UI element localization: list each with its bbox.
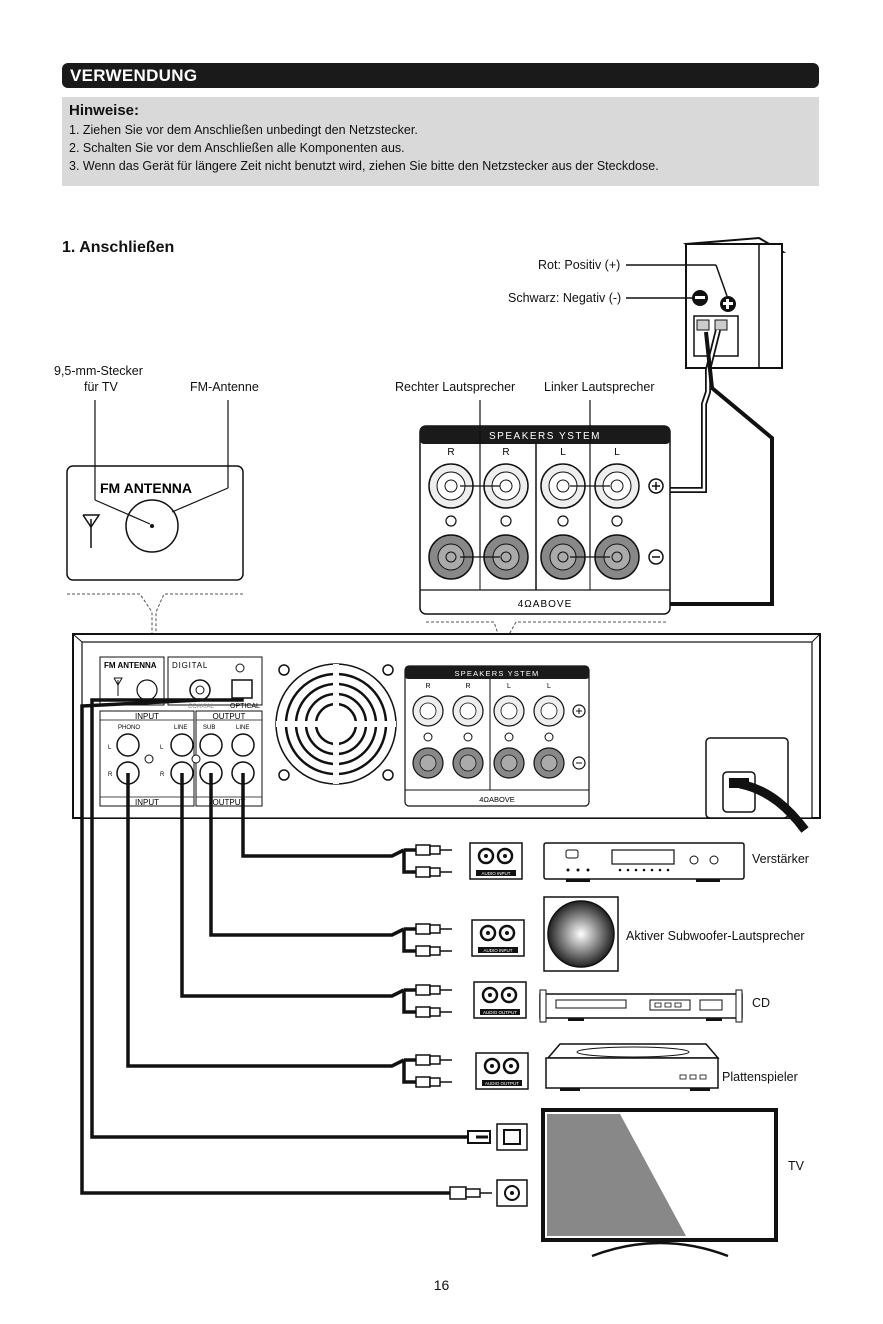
speaker-box <box>682 236 787 369</box>
section-title: VERWENDUNG <box>70 66 198 85</box>
panel-speaker-system-title: SPEAKERS YSTEM <box>454 669 539 678</box>
jack-label-sub: AUDIO INPUT <box>483 948 512 953</box>
label-plug-95: 9,5-mm-Stecker <box>54 364 143 378</box>
label-tv: TV <box>788 1159 804 1173</box>
label-turntable: Plattenspieler <box>722 1070 798 1084</box>
jack-label-turntable: AUDIO OUTPUT <box>485 1081 519 1086</box>
tv-device <box>541 1108 778 1258</box>
turntable-device <box>545 1043 720 1091</box>
zoom-label-r1: R <box>447 447 454 458</box>
label-right-speaker: Rechter Lautsprecher <box>395 380 516 394</box>
panel-spk-r2: R <box>465 683 470 690</box>
note-item-3: 3. Wenn das Gerät für längere Zeit nicht… <box>69 159 659 173</box>
speaker-system-zoom: SPEAKERS YSTEM 4ΩABOVE R R L L <box>419 425 671 615</box>
section-title-bar: VERWENDUNG <box>62 63 819 88</box>
speaker-zoom-ohm: 4ΩABOVE <box>518 599 573 610</box>
label-left-speaker: Linker Lautsprecher <box>544 380 655 394</box>
panel-r2: R <box>160 772 165 778</box>
panel-spk-r1: R <box>425 683 430 690</box>
panel-output-top: OUTPUT <box>213 712 246 721</box>
panel-line-in: LINE <box>174 725 187 731</box>
subwoofer-device <box>543 896 619 972</box>
note-item-2: 2. Schalten Sie vor dem Anschließen alle… <box>69 141 405 155</box>
panel-fm-antenna-text: FM ANTENNA <box>104 661 157 670</box>
panel-coaxial-text: COAXIAL <box>188 704 215 710</box>
zoom-label-l2: L <box>614 447 620 458</box>
audio-jack-boxes: AUDIO INPUT AUDIO INPUT AUDIO OUTPUT AUD… <box>469 842 529 1207</box>
fan-vent-icon <box>275 663 397 785</box>
label-red-positive: Rot: Positiv (+) <box>538 258 621 272</box>
label-fm-antenna: FM-Antenne <box>190 380 259 394</box>
amplifier-device <box>543 842 745 882</box>
page-number: 16 <box>433 1277 450 1293</box>
note-item-1: 1. Ziehen Sie vor dem Anschließen unbedi… <box>69 123 418 137</box>
zoom-label-l1: L <box>560 447 566 458</box>
cd-player-device <box>539 989 743 1023</box>
panel-output-bottom: OUTPUT <box>213 798 246 807</box>
label-subwoofer: Aktiver Subwoofer-Lautsprecher <box>626 929 805 943</box>
panel-phono: PHONO <box>118 725 140 731</box>
label-for-tv: für TV <box>84 380 118 394</box>
panel-ohm: 4ΩABOVE <box>479 795 515 804</box>
panel-l1: L <box>108 745 112 751</box>
notes-box: Hinweise: 1. Ziehen Sie vor dem Anschlie… <box>62 97 819 186</box>
panel-digital-text: DIGITAL <box>172 661 208 670</box>
panel-spk-l1: L <box>507 683 511 690</box>
fm-antenna-zoom-box: FM ANTENNA <box>66 465 244 581</box>
coaxial-socket-icon <box>496 1179 528 1207</box>
label-cd: CD <box>752 996 771 1010</box>
jack-label-cd: AUDIO OUTPUT <box>483 1010 517 1015</box>
rear-panel: FM ANTENNA DIGITAL COAXIAL OPTICAL INPUT… <box>72 633 821 819</box>
fm-antenna-zoom-text: FM ANTENNA <box>100 480 192 496</box>
panel-spk-l2: L <box>547 683 551 690</box>
rca-plugs <box>402 844 492 1200</box>
panel-optical-text: OPTICAL <box>230 703 260 710</box>
connect-heading: 1. Anschließen <box>62 239 175 256</box>
panel-sub: SUB <box>203 725 215 731</box>
label-amplifier: Verstärker <box>752 852 809 866</box>
label-black-negative: Schwarz: Negativ (-) <box>508 291 622 305</box>
notes-title: Hinweise: <box>69 102 140 119</box>
panel-input-top: INPUT <box>135 712 159 721</box>
jack-label-amp: AUDIO INPUT <box>481 871 510 876</box>
panel-r1: R <box>108 772 113 778</box>
panel-line-out: LINE <box>236 725 249 731</box>
speaker-system-zoom-title: SPEAKERS YSTEM <box>489 431 601 442</box>
panel-l2: L <box>160 745 164 751</box>
zoom-label-r2: R <box>502 447 509 458</box>
panel-input-bottom: INPUT <box>135 798 159 807</box>
